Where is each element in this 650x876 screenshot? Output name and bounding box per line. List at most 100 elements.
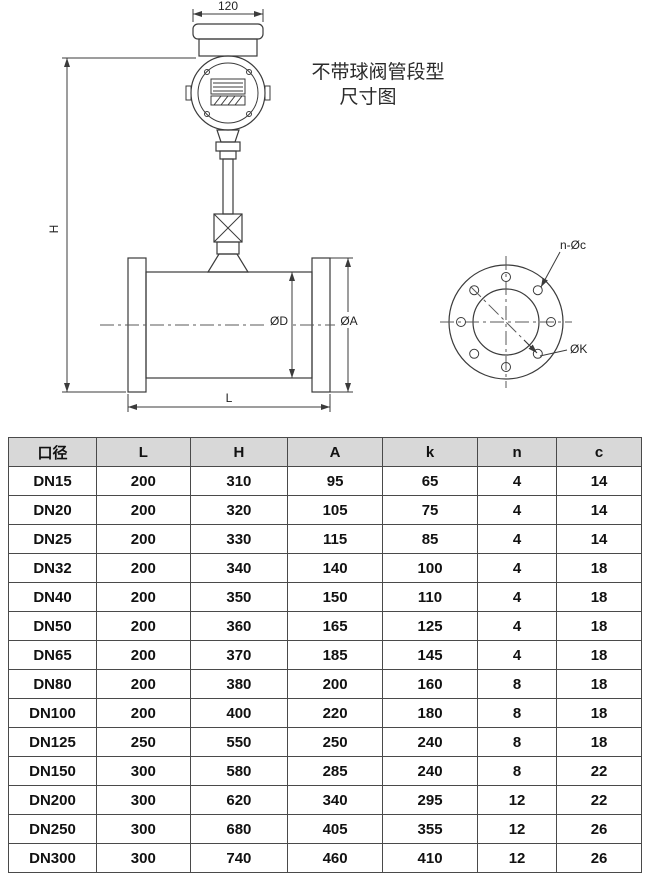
size-cell: DN32 [8,553,97,583]
value-cell: 740 [189,843,289,873]
value-cell: 240 [382,727,478,757]
size-cell: DN200 [8,785,97,815]
value-cell: 350 [189,582,289,612]
value-cell: 200 [287,669,384,699]
value-cell: 360 [189,611,289,641]
bolt-hole [546,317,556,327]
bolt-hole [501,272,511,282]
size-cell: DN15 [8,466,97,496]
dimension-diagram: 120 H ØD ØA [0,0,650,437]
column-header: k [382,437,478,467]
value-cell: 14 [556,466,642,496]
value-cell: 200 [95,553,191,583]
value-cell: 4 [476,582,558,612]
value-cell: 95 [287,466,384,496]
flange-face-view: n-Øc ØK [440,238,587,388]
dim-top-width: 120 [192,0,264,22]
dim-label-A: ØA [340,314,357,328]
value-cell: 75 [382,495,478,525]
value-cell: 18 [556,698,642,728]
value-cell: 240 [382,756,478,786]
display-hatch-panel [210,95,246,106]
side-conduit-left [185,85,192,101]
size-cell: DN300 [8,843,97,873]
value-cell: 145 [382,640,478,670]
flowmeter-drawing: 120 H ØD ØA [47,0,587,412]
transmitter-body [198,38,258,57]
value-cell: 460 [287,843,384,873]
value-cell: 370 [189,640,289,670]
value-cell: 380 [189,669,289,699]
hex-nut [216,241,240,255]
column-header: c [556,437,642,467]
value-cell: 4 [476,524,558,554]
value-cell: 12 [476,814,558,844]
column-header: L [95,437,191,467]
value-cell: 185 [287,640,384,670]
side-conduit-right [264,85,271,101]
value-cell: 18 [556,611,642,641]
bolt-hole [469,348,480,359]
value-cell: 310 [189,466,289,496]
size-cell: DN50 [8,611,97,641]
value-cell: 14 [556,495,642,525]
value-cell: 26 [556,843,642,873]
value-cell: 410 [382,843,478,873]
value-cell: 8 [476,698,558,728]
stem-coupling [215,141,241,152]
value-cell: 22 [556,756,642,786]
value-cell: 200 [95,582,191,612]
dim-label-D: ØD [270,314,288,328]
size-cell: DN65 [8,640,97,670]
value-cell: 165 [287,611,384,641]
value-cell: 22 [556,785,642,815]
label-bolt-circle: ØK [570,342,587,356]
bolt-hole [469,285,480,296]
display-window [210,78,246,95]
bolt-hole [532,348,543,359]
size-cell: DN80 [8,669,97,699]
value-cell: 405 [287,814,384,844]
dim-height: H [47,57,196,393]
value-cell: 115 [287,524,384,554]
value-cell: 400 [189,698,289,728]
dim-flange-diameter: ØA [330,257,363,393]
stem-tube [222,158,234,215]
dim-label-120: 120 [218,0,238,13]
value-cell: 200 [95,611,191,641]
value-cell: 18 [556,669,642,699]
display-housing-inner [197,62,259,124]
value-cell: 18 [556,553,642,583]
value-cell: 8 [476,756,558,786]
dim-length: L [127,391,331,412]
value-cell: 18 [556,582,642,612]
size-cell: DN250 [8,814,97,844]
value-cell: 8 [476,669,558,699]
value-cell: 100 [382,553,478,583]
value-cell: 8 [476,727,558,757]
flowmeter-front-view [100,23,362,393]
value-cell: 220 [287,698,384,728]
value-cell: 300 [95,785,191,815]
size-cell: DN100 [8,698,97,728]
dimension-annotations: 120 H ØD ØA [47,0,363,412]
dim-inner-diameter: ØD [264,272,295,378]
diagram-title-line2: 尺寸图 [339,86,396,108]
label-bolt-holes: n-Øc [560,238,586,252]
value-cell: 18 [556,727,642,757]
value-cell: 26 [556,814,642,844]
value-cell: 200 [95,669,191,699]
value-cell: 150 [287,582,384,612]
size-cell: DN40 [8,582,97,612]
